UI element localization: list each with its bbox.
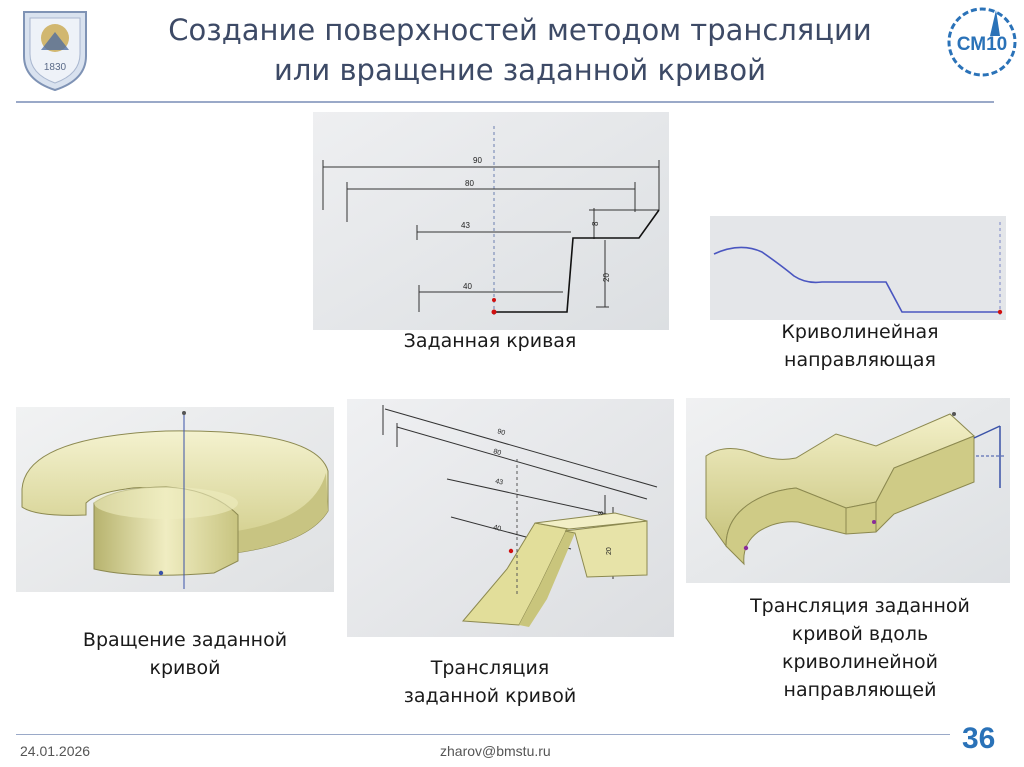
curved-guide-image <box>710 216 1006 320</box>
footer-divider <box>16 734 950 735</box>
sm10-logo-icon: СМ10 <box>947 7 1017 77</box>
caption-given-curve: Заданная кривая <box>370 327 610 355</box>
caption-rotation-line-2: кривой <box>149 657 221 679</box>
caption-curved-guide-line-2: направляющая <box>784 349 936 371</box>
caption-given-curve-line-1: Заданная кривая <box>403 330 577 352</box>
logo-text: СМ10 <box>957 34 1007 55</box>
caption-translation-along-line-3: криволинейной <box>781 651 939 673</box>
caption-translation-along-line-1: Трансляция заданной <box>750 595 970 617</box>
slide-number: 36 <box>962 722 996 755</box>
rotation-surface-image <box>16 407 334 592</box>
dim-43: 43 <box>461 221 470 230</box>
ext-dim-90: 90 <box>496 428 506 437</box>
given-curve-sketch: 90 80 43 40 8 20 <box>313 112 669 330</box>
emblem-year: 1830 <box>44 62 67 73</box>
caption-translation-line-2: заданной кривой <box>403 685 577 707</box>
caption-translation: Трансляция заданной кривой <box>360 654 620 710</box>
ext-dim-80: 80 <box>492 448 502 457</box>
dim-20: 20 <box>602 273 611 282</box>
caption-translation-line-1: Трансляция <box>430 657 550 679</box>
caption-rotation-line-1: Вращение заданной <box>82 629 288 651</box>
caption-curved-guide-line-1: Криволинейная <box>781 321 939 343</box>
sweep-surface-image <box>686 398 1010 583</box>
caption-rotation: Вращение заданной кривой <box>40 626 330 682</box>
ext-dim-8: 8 <box>598 511 605 515</box>
caption-curved-guide: Криволинейная направляющая <box>720 318 1000 374</box>
title-divider <box>16 101 994 103</box>
ext-dim-43: 43 <box>495 478 504 486</box>
dim-90: 90 <box>473 156 482 165</box>
footer-date: 24.01.2026 <box>20 743 91 759</box>
caption-translation-along-line-2: кривой вдоль <box>791 623 929 645</box>
dim-40: 40 <box>463 282 472 291</box>
ext-dim-20: 20 <box>606 547 613 555</box>
slide-title: Создание поверхностей методом трансляции… <box>120 10 920 90</box>
dim-80: 80 <box>465 179 474 188</box>
caption-translation-along-line-4: направляющей <box>783 679 937 701</box>
university-emblem-icon: 1830 <box>23 11 87 92</box>
title-line-1: Создание поверхностей методом трансляции <box>168 13 872 47</box>
footer-email[interactable]: zharov@bmstu.ru <box>440 743 551 759</box>
dim-8: 8 <box>591 221 600 226</box>
translation-surface-image: 90 80 43 40 8 20 <box>347 399 674 637</box>
caption-translation-along-guide: Трансляция заданной кривой вдоль криволи… <box>700 592 1020 704</box>
ext-dim-40: 40 <box>493 524 502 533</box>
title-line-2: или вращение заданной кривой <box>274 53 766 87</box>
